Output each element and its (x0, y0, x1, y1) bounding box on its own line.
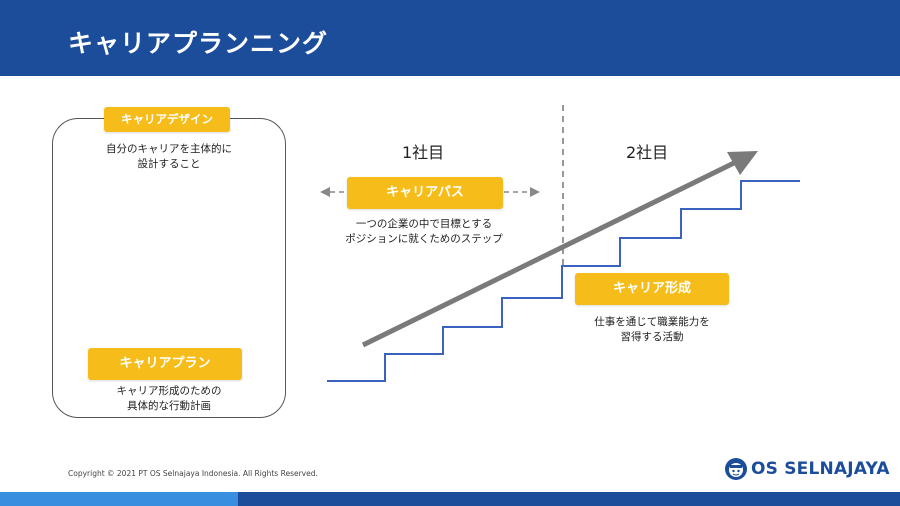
career-staircase-line (327, 180, 800, 382)
career-path-desc: 一つの企業の中で目標とする ポジションに就くためのステップ (318, 217, 530, 247)
career-formation-label: キャリア形成 (575, 273, 729, 305)
career-design-label: キャリアデザイン (104, 107, 230, 132)
career-design-desc: 自分のキャリアを主体的に 設計すること (60, 142, 278, 172)
career-design-desc-line1: 自分のキャリアを主体的に (106, 143, 232, 155)
career-formation-desc-line2: 習得する活動 (620, 331, 684, 343)
slide-header: キャリアプランニング (0, 0, 900, 76)
career-formation-desc: 仕事を通じて職業能力を 習得する活動 (552, 315, 752, 345)
career-design-desc-line2: 設計すること (137, 158, 201, 170)
growth-arrow-icon (361, 151, 758, 348)
career-path-desc-line2: ポジションに就くためのステップ (345, 233, 503, 245)
year-1-label: 1社目 (402, 143, 445, 162)
company-logo: OS SELNAJAYA (724, 456, 890, 482)
career-plan-label: キャリアプラン (88, 348, 242, 380)
year-2-label: 2社目 (626, 143, 669, 162)
logo-text: OS SELNAJAYA (751, 459, 890, 479)
career-plan-desc: キャリア形成のための 具体的な行動計画 (60, 384, 278, 414)
career-formation-desc-line1: 仕事を通じて職業能力を (594, 316, 710, 328)
copyright-text: Copyright © 2021 PT OS Selnajaya Indones… (68, 469, 318, 478)
career-path-desc-line1: 一つの企業の中で目標とする (355, 218, 493, 230)
career-path-double-arrow (320, 187, 540, 197)
slide-title: キャリアプランニング (68, 29, 329, 58)
logo-mascot-icon (725, 458, 747, 480)
footer-bar-accent (0, 492, 238, 506)
career-plan-desc-line2: 具体的な行動計画 (127, 400, 211, 412)
career-path-label: キャリアパス (347, 177, 503, 209)
career-plan-desc-line1: キャリア形成のための (116, 385, 222, 397)
